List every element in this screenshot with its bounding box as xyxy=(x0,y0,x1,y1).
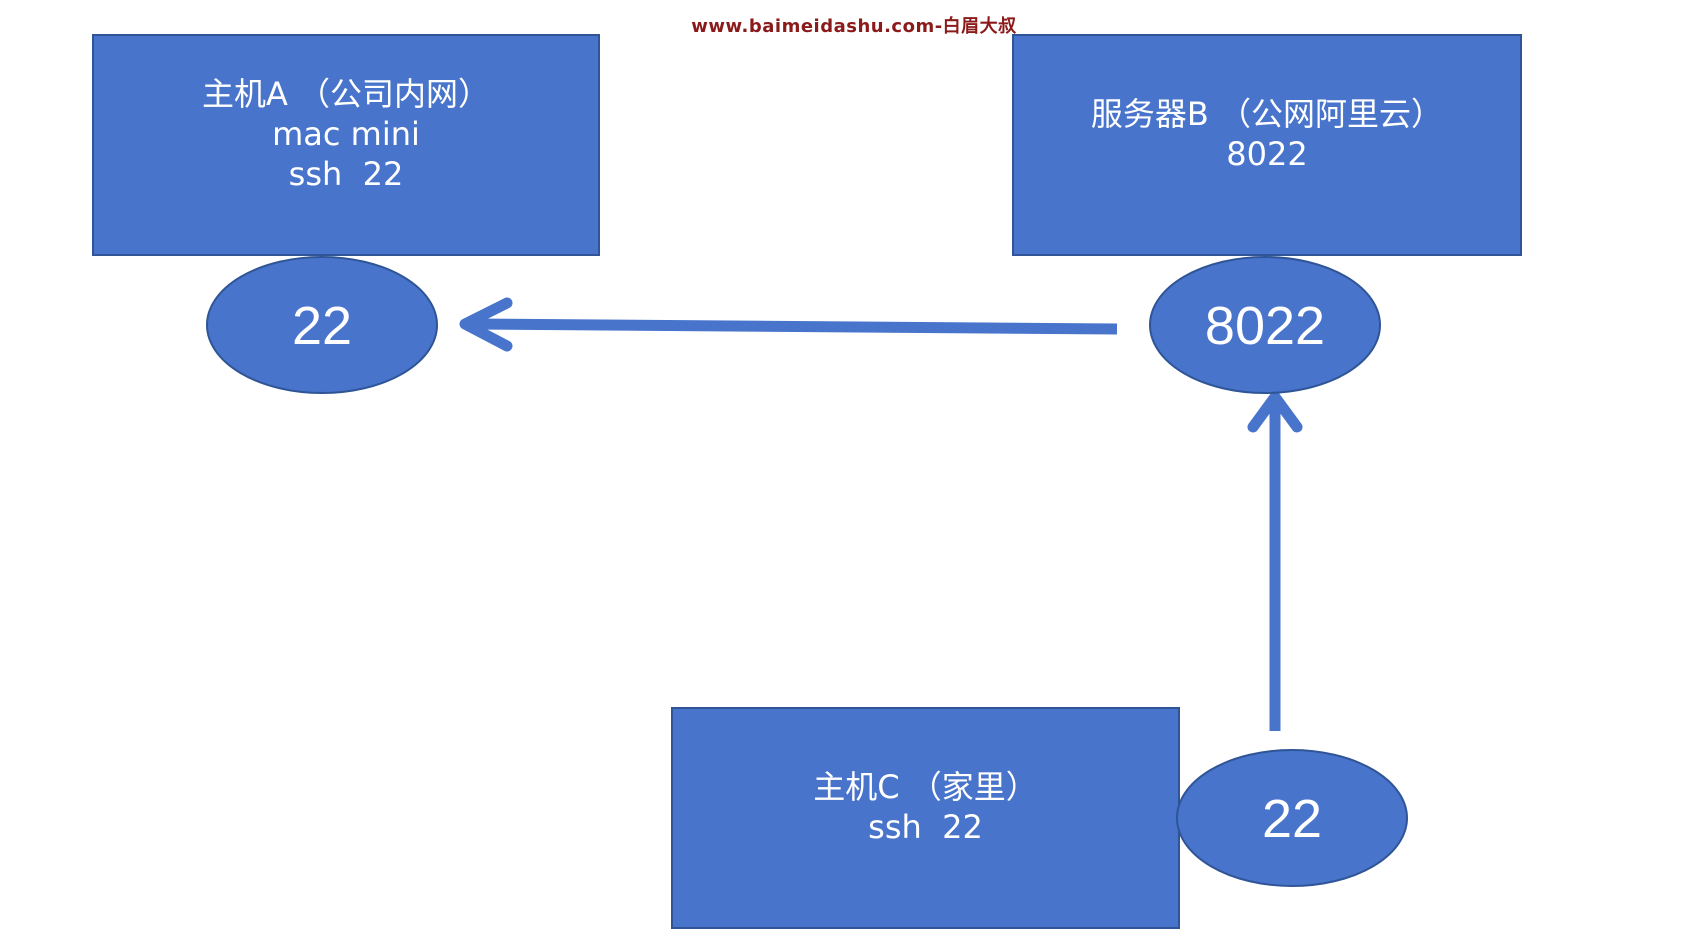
host-a-ssh: ssh 22 xyxy=(288,155,404,193)
server-b-port-text: 8022 xyxy=(1226,135,1308,173)
host-a-port-node: 22 xyxy=(206,256,438,394)
host-c-ssh: ssh 22 xyxy=(868,808,983,846)
server-b-title: 服务器B （公网阿里云） xyxy=(1090,95,1444,133)
host-a-title: 主机A （公司内网） xyxy=(201,75,491,113)
arrow-b-to-a xyxy=(459,297,1118,352)
host-c-port-label: 22 xyxy=(1262,789,1322,849)
host-c-port-node: 22 xyxy=(1176,749,1408,887)
host-a-model: mac mini xyxy=(272,115,420,153)
arrow-c-to-b xyxy=(1247,391,1303,731)
server-b-box: 服务器B （公网阿里云） 8022 xyxy=(1012,34,1522,256)
host-a-port-label: 22 xyxy=(292,296,352,356)
watermark-text: www.baimeidashu.com-白眉大叔 xyxy=(691,16,1017,37)
host-c-title: 主机C （家里） xyxy=(813,768,1038,806)
server-b-port-node: 8022 xyxy=(1149,256,1381,394)
host-c-box: 主机C （家里） ssh 22 xyxy=(671,707,1180,929)
server-b-port-label: 8022 xyxy=(1205,296,1325,356)
host-a-box: 主机A （公司内网） mac mini ssh 22 xyxy=(92,34,600,256)
